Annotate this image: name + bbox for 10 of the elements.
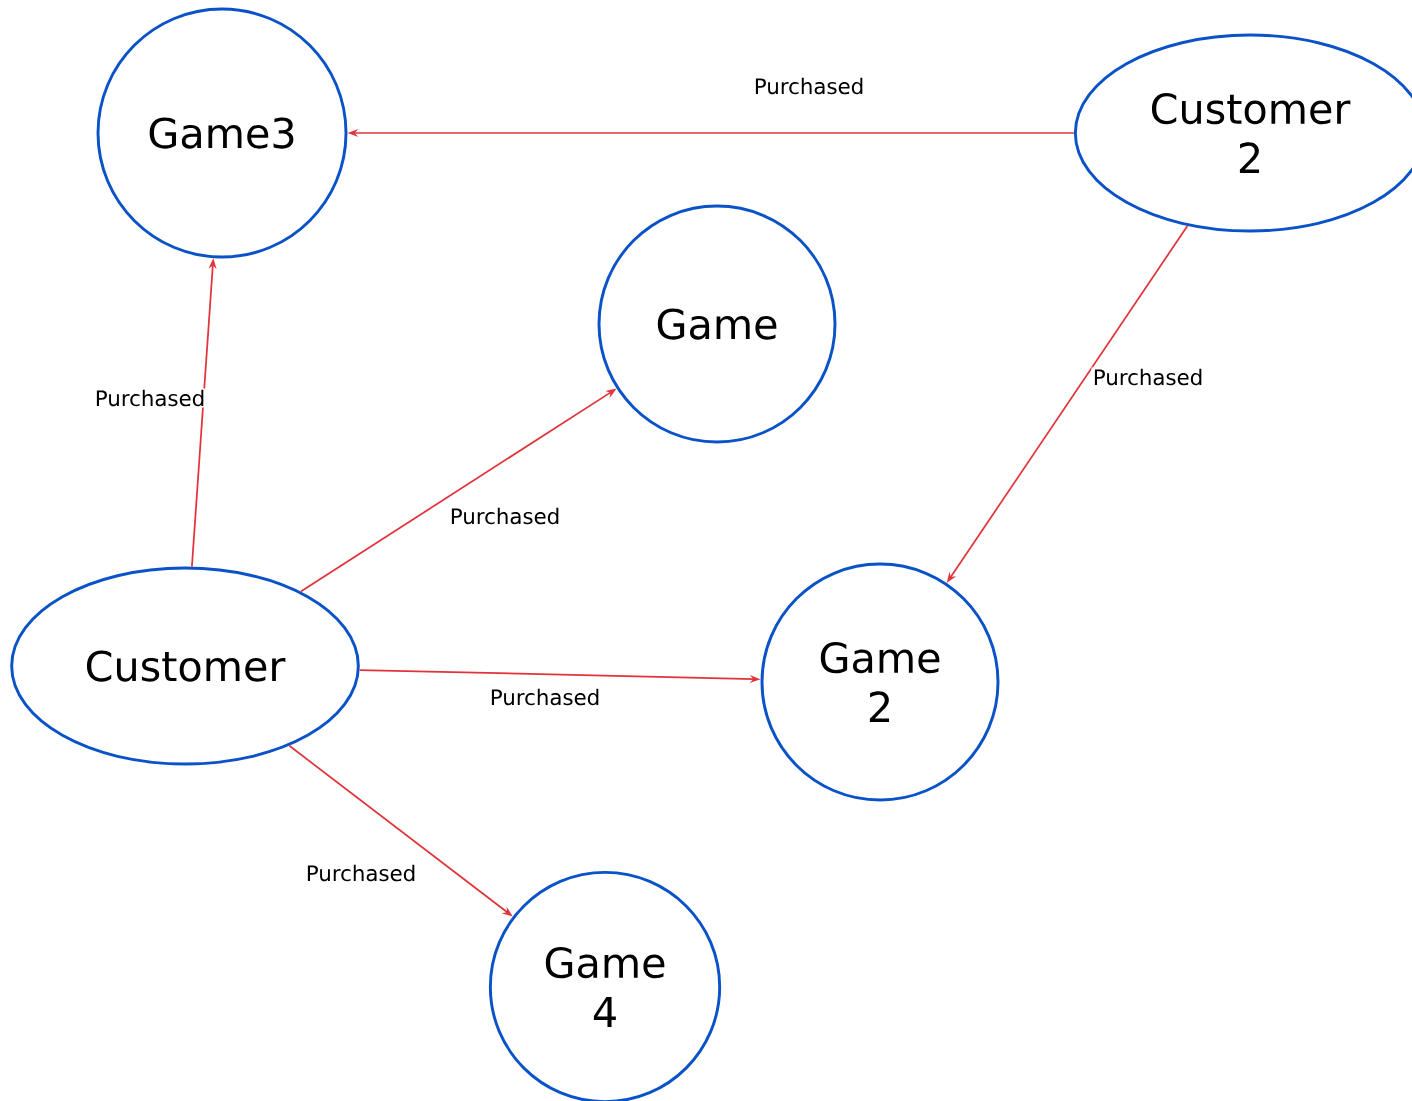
edge-label: Purchased <box>93 388 207 408</box>
edge-label: Purchased <box>304 863 418 883</box>
circle-node: Game 2 <box>760 562 1000 802</box>
edge-label: Purchased <box>488 687 602 707</box>
ellipse-node: Customer <box>10 566 360 766</box>
circle-node: Game <box>597 204 837 444</box>
circle-node: Game3 <box>96 7 348 259</box>
edge-label: Purchased <box>448 506 562 526</box>
edge-label: Purchased <box>1091 367 1205 387</box>
edge-label: Purchased <box>752 76 866 96</box>
